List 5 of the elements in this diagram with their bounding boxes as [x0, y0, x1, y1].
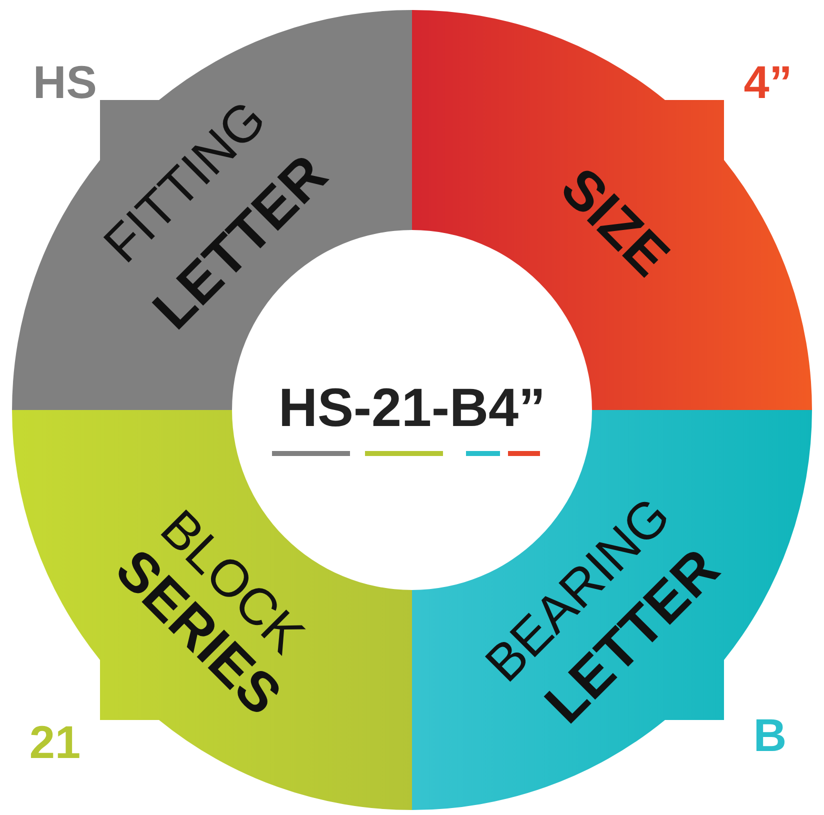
code-value: 4” — [744, 59, 792, 105]
part-number: HS-21-B4” — [272, 381, 552, 435]
code-value: 21 — [29, 719, 81, 765]
code-value: HS — [33, 59, 97, 105]
code-value: B — [753, 712, 787, 758]
